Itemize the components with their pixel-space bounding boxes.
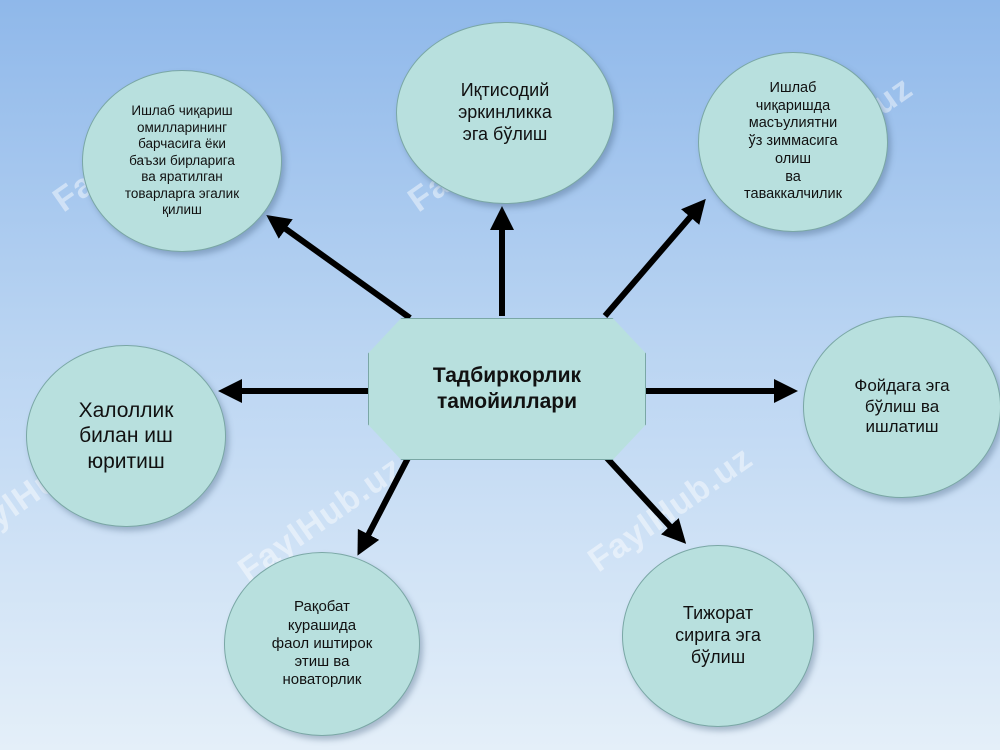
center-label: Тадбиркорлик тамойиллари	[432, 363, 582, 413]
arrow-to-bottom-right	[602, 453, 687, 544]
arrow-to-bottom	[357, 456, 411, 556]
principle-node-responsibility-risk: Ишлаб чиқаришда масъулиятни ўз зиммасига…	[698, 52, 888, 232]
arrow-to-top-left	[266, 215, 412, 321]
node-label: Ишлаб чиқариш омилларининг барчасига ёки…	[124, 103, 240, 218]
center-node-entrepreneurship-principles: Тадбиркорлик тамойиллари	[368, 318, 646, 460]
node-label: Тижорат сирига эга бўлиш	[675, 603, 761, 667]
node-label: Рақобат курашида фаол иштирок этиш ва но…	[271, 598, 373, 689]
principle-node-ownership: Ишлаб чиқариш омилларининг барчасига ёки…	[82, 70, 282, 252]
arrow-to-top-right	[602, 198, 706, 318]
node-label: Ишлаб чиқаришда масъулиятни ўз зиммасига…	[744, 80, 842, 203]
principle-node-trade-secret: Тижорат сирига эга бўлиш	[622, 545, 814, 727]
principle-node-honesty: Халоллик билан иш юритиш	[26, 345, 226, 527]
node-label: Фойдага эга бўлиш ва ишлатиш	[854, 375, 950, 437]
principle-node-profit: Фойдага эга бўлиш ва ишлатиш	[803, 316, 1000, 498]
principle-node-economic-freedom: Иқтисодий эркинликка эга бўлиш	[396, 22, 614, 204]
node-label: Иқтисодий эркинликка эга бўлиш	[458, 80, 552, 144]
principle-node-competition: Рақобат курашида фаол иштирок этиш ва но…	[224, 552, 420, 736]
node-label: Халоллик билан иш юритиш	[78, 398, 174, 473]
